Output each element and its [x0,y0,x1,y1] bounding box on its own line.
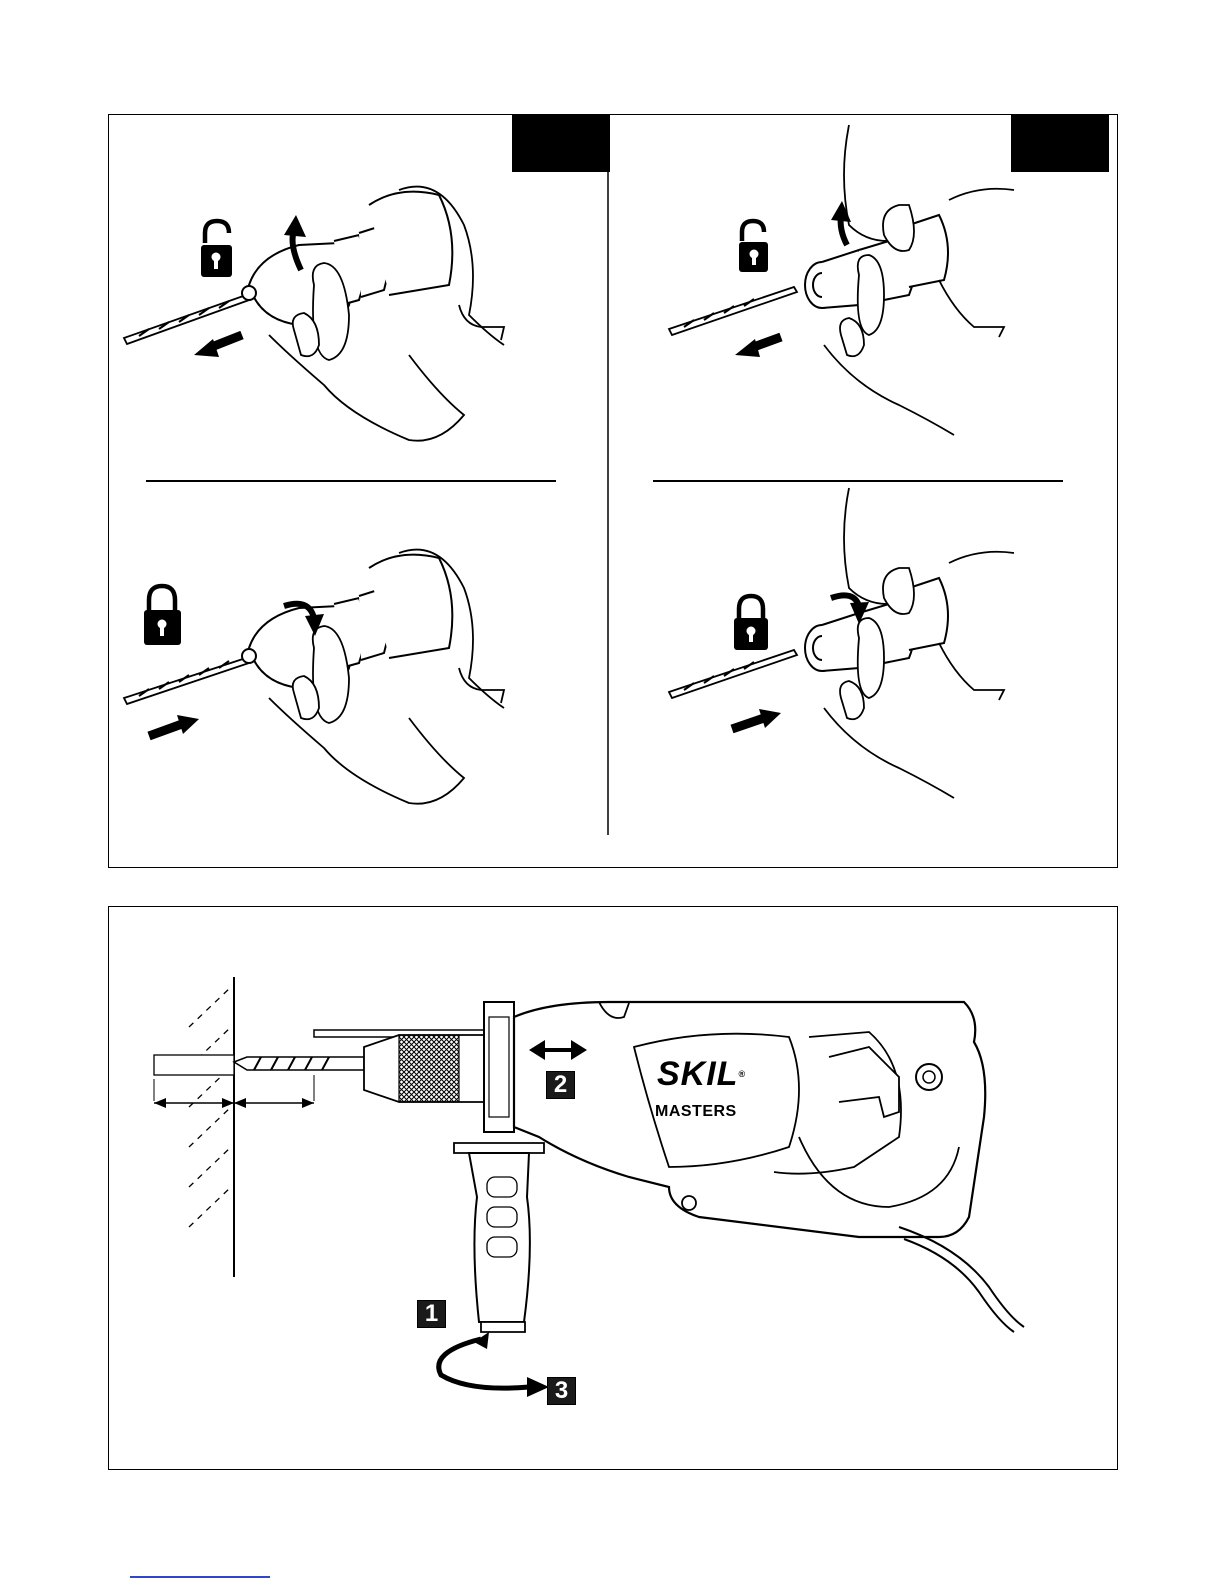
quadrant-lock-keyed [124,550,504,804]
step-badge-3: 3 [547,1377,576,1405]
drill-bit-icon [234,1057,364,1070]
step-badge-2: 2 [546,1071,575,1099]
drill-illustration [109,907,1119,1471]
quadrant-lock-keyless [669,488,1014,798]
chuck-instructions-panel [108,114,1118,868]
rotate-arrow-icon [439,1332,549,1397]
step-badge-1: 1 [417,1300,446,1328]
depth-gauge-panel: SKIL® MASTERS 1 2 3 [108,906,1118,1470]
registered-mark: ® [738,1069,746,1079]
quadrant-unlock-keyless [669,125,1014,435]
chuck-illustrations [109,115,1119,869]
padlock-open-icon [201,221,232,277]
model-line-label: MASTERS [655,1103,737,1121]
drill-bit-icon [669,287,797,335]
padlock-open-icon [739,221,768,272]
brand-name: SKIL [657,1055,738,1093]
padlock-closed-icon [734,596,768,650]
padlock-closed-icon [144,586,181,645]
footer-link-underline[interactable] [130,1576,270,1578]
quadrant-unlock-keyed [124,187,504,441]
brand-logo: SKIL® [657,1057,746,1091]
drill-bit-icon [124,657,252,704]
drill-bit-icon [669,650,797,698]
